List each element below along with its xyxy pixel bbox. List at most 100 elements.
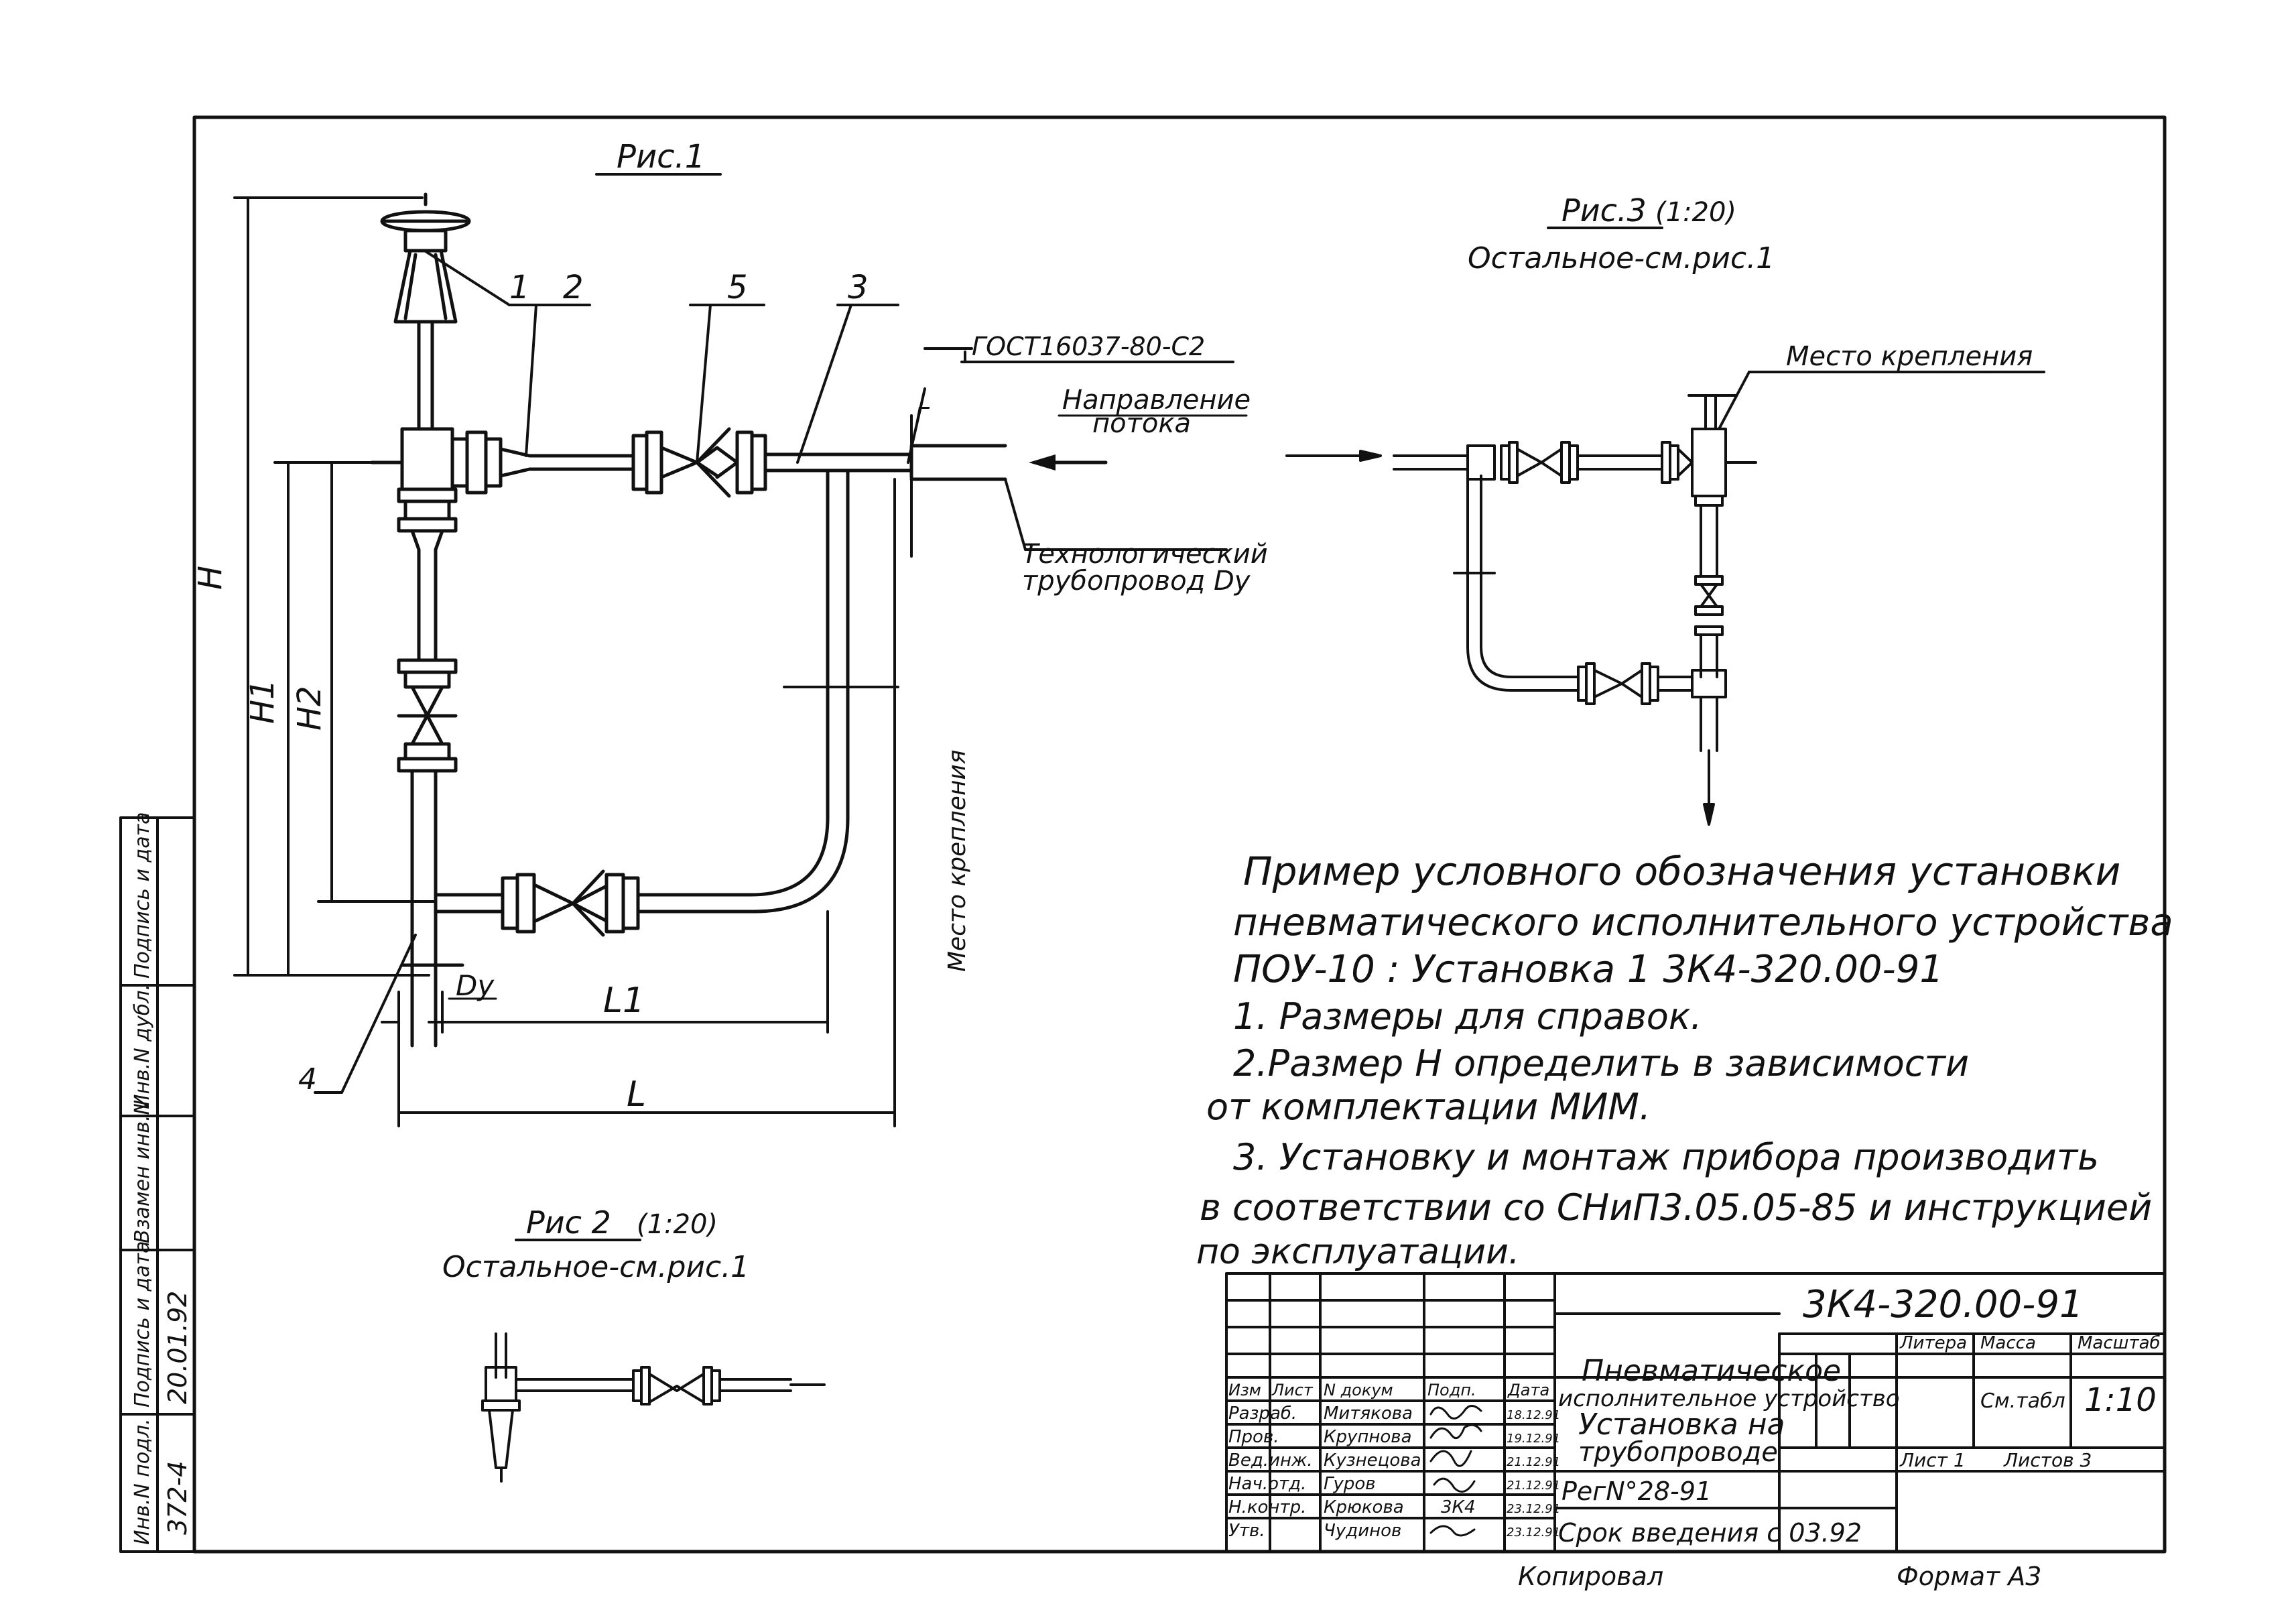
tb-name-1-person: Митякова bbox=[1324, 1403, 1413, 1424]
dim-L1: L1 bbox=[603, 981, 645, 1021]
tb-name-6-person: Чудинов bbox=[1324, 1521, 1401, 1541]
fig3-mount-label: Место крепления bbox=[1786, 341, 2033, 372]
fig3-scale: (1:20) bbox=[1655, 197, 1736, 228]
pipe-label-1: Технологический bbox=[1022, 539, 1268, 570]
tb-name-2-person: Крупнова bbox=[1324, 1427, 1412, 1447]
footer-format: Формат А3 bbox=[1897, 1562, 2041, 1591]
tb-doc-code: 3К4-320.00-91 bbox=[1803, 1283, 2084, 1326]
callout-5: 5 bbox=[727, 269, 748, 306]
pipe-label-2: трубопровод Dу bbox=[1022, 566, 1251, 597]
tb-name-4-person: Гуров bbox=[1324, 1474, 1376, 1494]
tb-role-1: Разраб. bbox=[1228, 1403, 1297, 1424]
tb-sign-mark: 3К4 bbox=[1441, 1497, 1476, 1517]
stamp-replaced: Взамен инв.N bbox=[131, 1100, 154, 1243]
tb-date-4: 21.12.91 bbox=[1507, 1479, 1560, 1493]
title-block: 3К4-320.00-91 Пневматическое исполнитель… bbox=[1225, 1272, 2166, 1553]
tb-date-2: 19.12.91 bbox=[1507, 1432, 1560, 1446]
fig1-callouts: 1 2 3 4 5 г ГОСТ16037-80-С2 Направление … bbox=[298, 250, 1268, 1097]
fig1-mount-label: Место крепления bbox=[944, 750, 971, 972]
tb-col-sign: Подп. bbox=[1427, 1381, 1476, 1399]
dim-H2: H2 bbox=[291, 686, 328, 731]
fig2-sketch bbox=[481, 1332, 826, 1483]
fig3-sketch bbox=[1285, 371, 2045, 826]
fig2-scale: (1:20) bbox=[637, 1209, 718, 1240]
tb-col-docnum: N докум bbox=[1324, 1381, 1393, 1399]
footer-copied: Копировал bbox=[1518, 1562, 1663, 1591]
tb-name-1: Пневматическое bbox=[1582, 1354, 1841, 1388]
dim-Dy: Dу bbox=[456, 969, 495, 1002]
vertical-pipe-assembly bbox=[397, 487, 464, 1048]
tb-sheet: Лист 1 bbox=[1899, 1449, 1966, 1471]
callout-3: 3 bbox=[848, 269, 869, 306]
flow-label-2: потока bbox=[1092, 408, 1191, 439]
fig2-subtitle: Остальное-см.рис.1 bbox=[442, 1250, 749, 1284]
actuator-mim bbox=[380, 192, 471, 431]
note-line-6: от комплектации МИМ. bbox=[1206, 1086, 1651, 1128]
dim-H: H bbox=[192, 566, 229, 590]
dim-L: L bbox=[627, 1074, 646, 1115]
tb-date-3: 21.12.91 bbox=[1507, 1455, 1560, 1469]
figure-2: Рис 2 (1:20) Остальное-см.рис.1 bbox=[442, 1204, 826, 1483]
lower-pipe-assembly bbox=[434, 469, 850, 937]
stamp-sign-date-2: Подпись и дата bbox=[131, 812, 154, 979]
tb-mass-value: См.табл bbox=[1980, 1389, 2065, 1413]
tb-roles: Разраб. Митякова 18.12.91 Пров. Крупнова… bbox=[1228, 1403, 1560, 1541]
stamp-sign-date: Подпись и дата bbox=[131, 1241, 154, 1408]
signatures bbox=[1429, 1405, 1482, 1537]
tb-litera-label: Литера bbox=[1899, 1333, 1967, 1353]
tb-name-4: трубопроводе bbox=[1578, 1437, 1778, 1468]
tb-name-3: Установка на bbox=[1578, 1408, 1785, 1442]
tb-mass-label: Масса bbox=[1980, 1333, 2036, 1353]
note-line-4: 1. Размеры для справок. bbox=[1233, 995, 1702, 1038]
tb-reg: РегN°28-91 bbox=[1561, 1477, 1712, 1506]
tb-intro-date: Срок введения с 03.92 bbox=[1558, 1518, 1862, 1548]
tb-name-5-person: Крюкова bbox=[1324, 1497, 1404, 1517]
note-line-5: 2.Размер Н определить в зависимости bbox=[1233, 1042, 1969, 1084]
tb-role-3: Вед.инж. bbox=[1228, 1450, 1313, 1471]
dim-H1: H1 bbox=[244, 679, 281, 724]
fig3-title: Рис.3 bbox=[1561, 192, 1647, 229]
gost-label: ГОСТ16037-80-С2 bbox=[972, 332, 1205, 361]
tb-sheets: Листов 3 bbox=[2003, 1449, 2092, 1471]
tb-role-2: Пров. bbox=[1228, 1427, 1279, 1447]
callout-1: 1 bbox=[509, 269, 530, 306]
flow-arrow bbox=[1029, 454, 1108, 471]
fig2-title: Рис 2 bbox=[526, 1204, 611, 1241]
stamp-inv-orig: Инв.N подл. bbox=[131, 1418, 154, 1545]
callout-4: 4 bbox=[298, 1062, 317, 1097]
side-stamp: Инв.N подл. Подпись и дата Взамен инв.N … bbox=[119, 812, 196, 1553]
fig1-dimensions bbox=[233, 196, 913, 1127]
note-line-8: в соответствии со СНиП3.05.05-85 и инстр… bbox=[1200, 1186, 2152, 1229]
note-line-9: по эксплуатации. bbox=[1196, 1232, 1519, 1272]
tb-col-change: Изм bbox=[1228, 1381, 1261, 1399]
stamp-inv-dup: Инв.N дубл. bbox=[131, 984, 154, 1109]
note-line-7: 3. Установку и монтаж прибора производит… bbox=[1233, 1136, 2099, 1178]
tb-col-sheet: Лист bbox=[1271, 1381, 1314, 1399]
tb-date-6: 23.12.91 bbox=[1507, 1525, 1560, 1540]
tb-name-2: исполнительное устройство bbox=[1558, 1385, 1900, 1412]
flow-label-1: Направление bbox=[1062, 385, 1251, 416]
tb-role-4: Нач.отд. bbox=[1228, 1474, 1306, 1494]
fig1-title: Рис.1 bbox=[617, 138, 705, 176]
figure-1: Рис.1 bbox=[192, 138, 1268, 1127]
tb-date-5: 23.12.91 bbox=[1507, 1502, 1560, 1516]
tb-role-6: Утв. bbox=[1228, 1521, 1265, 1541]
callout-2: 2 bbox=[563, 269, 584, 306]
figure-3: Рис.3 (1:20) Остальное-см.рис.1 bbox=[1285, 192, 2045, 826]
tb-scale-label: Масштаб bbox=[2078, 1333, 2161, 1353]
weld-mark: г bbox=[915, 396, 930, 429]
dimension-text: H H1 H2 Dу L1 L bbox=[192, 566, 646, 1115]
stamp-inv-value: 372-4 bbox=[163, 1461, 192, 1535]
tb-scale-value: 1:10 bbox=[2084, 1381, 2157, 1419]
tb-name-3-person: Кузнецова bbox=[1324, 1450, 1421, 1471]
fig3-subtitle: Остальное-см.рис.1 bbox=[1468, 241, 1775, 275]
note-line-2: пневматического исполнительного устройст… bbox=[1233, 901, 2173, 944]
tb-col-date: Дата bbox=[1507, 1381, 1549, 1399]
tb-role-5: Н.контр. bbox=[1228, 1497, 1306, 1517]
tb-date-1: 18.12.91 bbox=[1507, 1408, 1560, 1422]
notes-block: Пример условного обозначения установки п… bbox=[1196, 849, 2173, 1272]
note-line-1: Пример условного обозначения установки bbox=[1243, 849, 2120, 894]
stamp-date-value: 20.01.92 bbox=[163, 1291, 192, 1404]
note-line-3: ПОУ-10 : Установка 1 3К4-320.00-91 bbox=[1233, 948, 1943, 991]
